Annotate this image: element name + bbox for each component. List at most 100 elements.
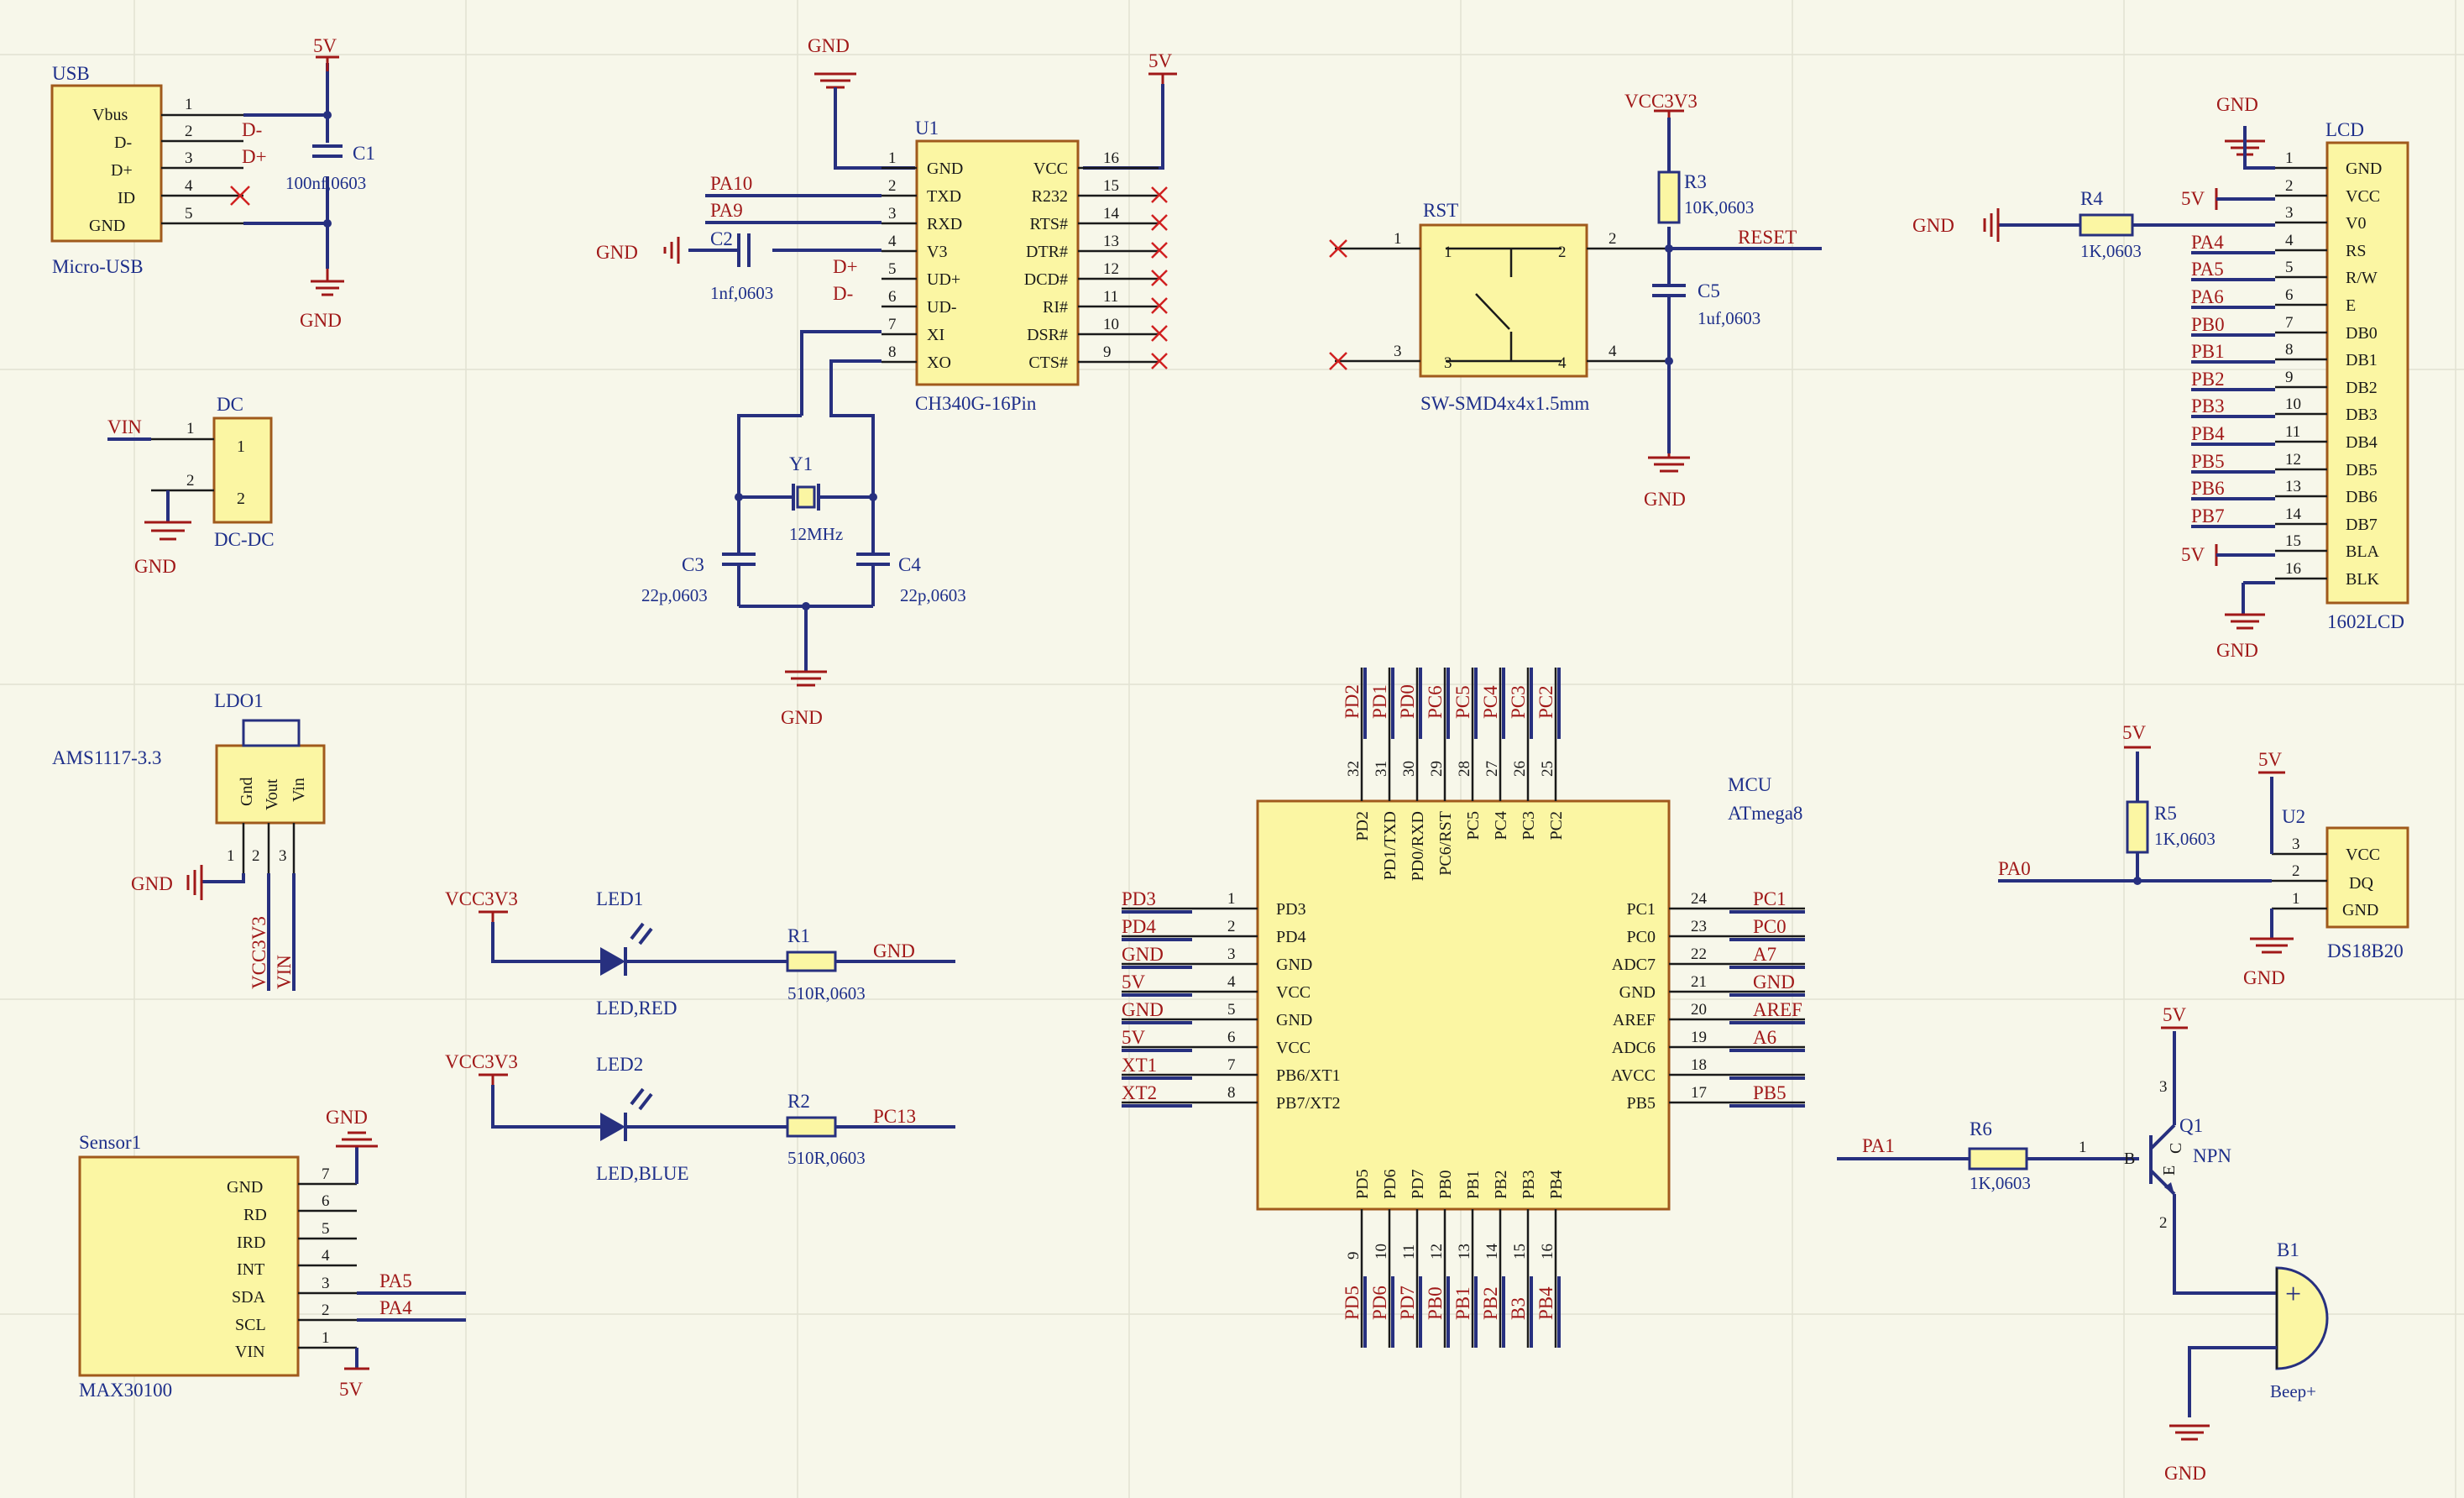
u1-right-pin-num: 11 — [1103, 288, 1118, 306]
u1-left-pin-num: 3 — [888, 205, 897, 223]
sensor-num-3: 3 — [322, 1275, 330, 1292]
mcu-left-pin-num: 8 — [1227, 1084, 1236, 1102]
usb-num-1: 1 — [185, 96, 193, 113]
u1-part: CH340G-16Pin — [915, 393, 1037, 414]
mcu-bottom-pin-label: PB1 — [1464, 1171, 1483, 1199]
u1-noconnect-mark — [1151, 270, 1168, 286]
sensor-pin-scl: SCL — [235, 1316, 266, 1334]
mcu-top-net: PD2 — [1342, 684, 1363, 719]
usb-pin-vbus: Vbus — [92, 106, 128, 124]
sensor-pin-vin: VIN — [235, 1343, 265, 1361]
mcu-top-pin-label: PD1/TXD — [1381, 811, 1399, 880]
mcu-top-pin-label: PC3 — [1520, 811, 1538, 840]
lcd-pin-label: DB2 — [2346, 379, 2378, 397]
lcd-module: LCD GND1VCC2V03RS4PA4R/W5PA5E6PA6DB07PB0… — [1912, 94, 2409, 661]
r2-name: R2 — [787, 1091, 810, 1112]
mcu-right-net: AREF — [1753, 999, 1802, 1020]
rst-inner-3: 3 — [1444, 354, 1452, 372]
q1-5v-label: 5V — [2163, 1004, 2187, 1025]
u1-left-pin-label: RXD — [927, 215, 962, 233]
mcu-left-pin-label: PB7/XT2 — [1276, 1094, 1341, 1113]
u1-left-pin-num: 5 — [888, 260, 897, 278]
u2-num-3: 3 — [2292, 835, 2300, 853]
led2-name: LED2 — [596, 1054, 643, 1075]
lcd-pin-label: DB0 — [2346, 324, 2378, 343]
mcu-right-pin-num: 21 — [1691, 973, 1707, 991]
mcu-designator: MCU — [1728, 774, 1772, 795]
rst-num-1: 1 — [1394, 230, 1402, 248]
led2-vcc-label: VCC3V3 — [445, 1051, 518, 1072]
u1-left-pin-label: TXD — [927, 187, 961, 206]
lcd-pin-label: R/W — [2346, 269, 2378, 287]
usb-net-dplus: D+ — [242, 146, 267, 167]
rst-gnd-label: GND — [1644, 489, 1686, 510]
u1-left-pin-label: V3 — [927, 243, 947, 261]
mcu-left-pin-label: GND — [1276, 1011, 1312, 1029]
mcu-bottom-net: PD6 — [1369, 1286, 1390, 1320]
led1-circuit: VCC3V3 LED1 LED,RED R1 510R,0603 GND — [445, 888, 955, 1019]
lcd-pin-num: 15 — [2285, 532, 2301, 550]
lcd-net-label: PB0 — [2191, 314, 2225, 335]
mcu-bottom-net: PD5 — [1342, 1286, 1363, 1320]
mcu-left-net: XT2 — [1122, 1082, 1157, 1103]
sensor-module: Sensor1 GND RD IRD INT SDA SCL VIN 7 6 5… — [78, 1107, 466, 1401]
y1-name: Y1 — [789, 453, 813, 474]
mcu-left-pin-label: PD3 — [1276, 900, 1306, 919]
u1-right-pin-label: RI# — [1043, 298, 1068, 317]
lcd-pin-label: DB1 — [2346, 351, 2378, 369]
c3-value: 22p,0603 — [641, 585, 708, 605]
lcd-5v-2-label: 5V — [2181, 544, 2205, 565]
mcu-left-net: 5V — [1122, 1027, 1146, 1048]
mcu-bottom-pin-num: 15 — [1511, 1244, 1529, 1260]
lcd-pin-label: GND — [2346, 160, 2382, 178]
led2-value: LED,BLUE — [596, 1163, 689, 1184]
q1-type: NPN — [2193, 1145, 2231, 1166]
u1-left-pin-label: XI — [927, 326, 944, 344]
u2-pin-dq: DQ — [2349, 874, 2373, 893]
mcu-right-pin-label: PC1 — [1627, 900, 1656, 919]
lcd-pin-label: V0 — [2346, 214, 2366, 233]
u1-right-pin-num: 9 — [1103, 343, 1112, 361]
lcd-pin-label: BLA — [2346, 542, 2380, 561]
q1-num-1: 1 — [2079, 1139, 2087, 1156]
mcu-bottom-pin-num: 13 — [1456, 1244, 1473, 1260]
lcd-pin-label: DB6 — [2346, 488, 2378, 506]
mcu-bottom-pin-num: 16 — [1539, 1244, 1556, 1260]
r6-name: R6 — [1970, 1118, 1992, 1139]
mcu-left-net: 5V — [1122, 972, 1146, 993]
u2-pin-gnd: GND — [2342, 901, 2378, 919]
b1-gnd-label: GND — [2164, 1463, 2206, 1484]
mcu-top-net: PC6 — [1425, 685, 1446, 719]
u1-left-pin-num: 1 — [888, 149, 897, 167]
sensor-pin-ird: IRD — [237, 1233, 265, 1252]
led1-name: LED1 — [596, 888, 643, 909]
lcd-pin-num: 7 — [2285, 314, 2294, 332]
mcu-right-net: PC0 — [1753, 916, 1787, 937]
sensor-pin-rd: RD — [243, 1206, 267, 1224]
u1-right-pin-num: 10 — [1103, 316, 1119, 333]
ldo-pin-vout: Vout — [263, 778, 281, 810]
mcu-left-pin-num: 7 — [1227, 1056, 1236, 1074]
u1-left-pin-label: XO — [927, 354, 951, 372]
lcd-pin-num: 9 — [2285, 369, 2294, 386]
lcd-net-label: PB2 — [2191, 369, 2225, 390]
r5-5v-label: 5V — [2122, 722, 2147, 743]
b1-name: B1 — [2277, 1239, 2299, 1260]
mcu-bottom-pin-num: 14 — [1483, 1244, 1501, 1260]
c5-value: 1uf,0603 — [1698, 308, 1760, 328]
usb-gnd-power: GND — [300, 269, 344, 331]
sensor-pin-int: INT — [237, 1260, 264, 1279]
usb-pin-dminus: D- — [114, 134, 132, 152]
c1-value: 100nf,0603 — [285, 173, 366, 193]
r4-value: 1K,0603 — [2080, 241, 2142, 261]
mcu-right-pin-num: 22 — [1691, 945, 1707, 963]
ldo-regulator: LDO1 Gnd Vout Vin AMS1117-3.3 1 2 3 GND … — [52, 690, 326, 991]
led2-circuit: VCC3V3 LED2 LED,BLUE R2 510R,0603 PC13 — [445, 1051, 955, 1184]
rst-net-reset: RESET — [1738, 227, 1797, 248]
q1-pin-b: B — [2124, 1150, 2135, 1168]
dc-body-2: 2 — [237, 490, 245, 508]
mcu-right-pin-label: ADC7 — [1612, 956, 1656, 974]
usb-net-dminus: D- — [242, 119, 262, 140]
u1-right-pin-label: DCD# — [1024, 270, 1068, 289]
u1-right-pin-num: 12 — [1103, 260, 1119, 278]
